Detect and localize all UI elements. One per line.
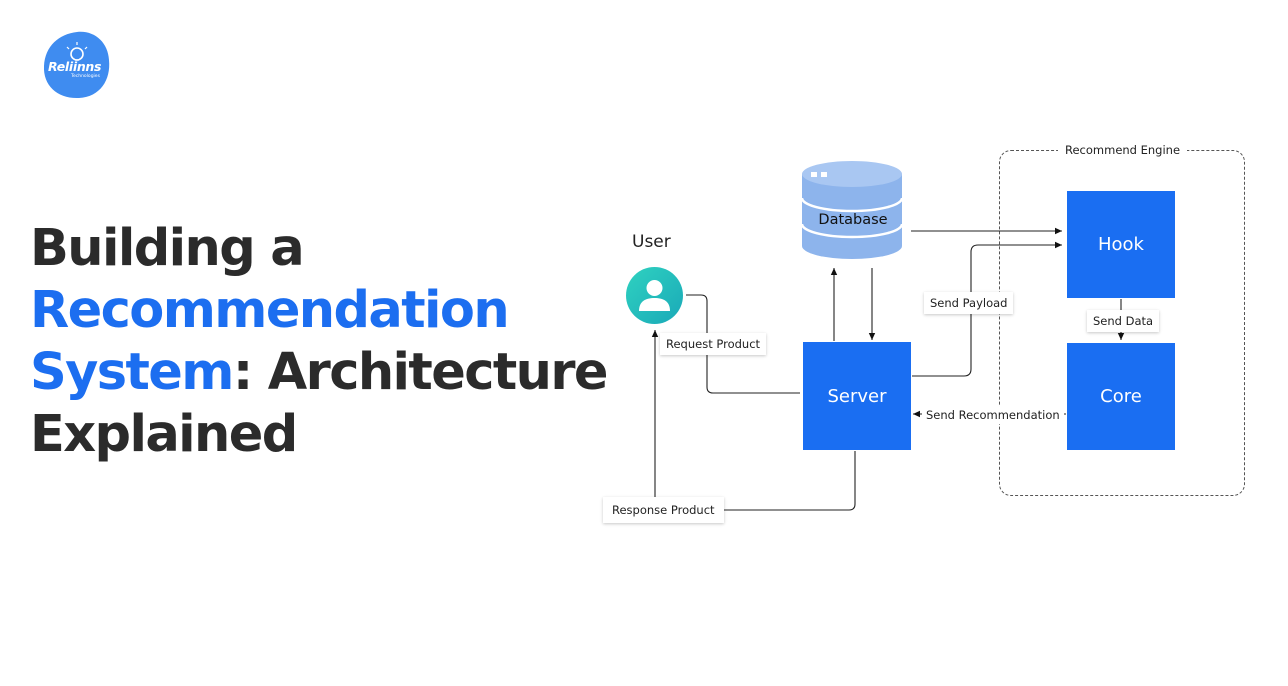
logo-subtext: Technologies (71, 74, 100, 79)
hook-node-label: Hook (1098, 234, 1144, 255)
hook-node: Hook (1067, 191, 1175, 298)
send-payload-label: Send Payload (924, 292, 1014, 314)
core-node: Core (1067, 343, 1175, 450)
lightbulb-logo-icon (43, 31, 110, 99)
server-node: Server (803, 342, 911, 450)
title-line-1: Building a (30, 219, 305, 278)
send-recommendation-label: Send Recommendation (922, 406, 1064, 424)
database-label: Database (818, 212, 888, 228)
title-line-3-rest: : Architecture (232, 343, 609, 402)
title-line-3: System: Architecture (30, 342, 609, 404)
database-icon (802, 161, 902, 259)
company-logo: Reliinns Technologies (42, 30, 112, 100)
send-data-label: Send Data (1087, 310, 1160, 332)
title-line-4: Explained (30, 405, 298, 464)
user-avatar-icon (626, 267, 683, 324)
core-node-label: Core (1100, 386, 1142, 407)
recommend-engine-label: Recommend Engine (1058, 141, 1188, 159)
page-title: Building a Recommendation System: Archit… (30, 218, 609, 466)
title-line-2: Recommendation (30, 281, 510, 340)
response-product-label: Response Product (603, 497, 724, 523)
user-label: User (632, 232, 671, 252)
server-node-label: Server (827, 385, 887, 407)
request-product-label: Request Product (660, 333, 767, 355)
logo-wordmark: Reliinns (48, 59, 102, 74)
title-highlight: System (30, 343, 234, 402)
